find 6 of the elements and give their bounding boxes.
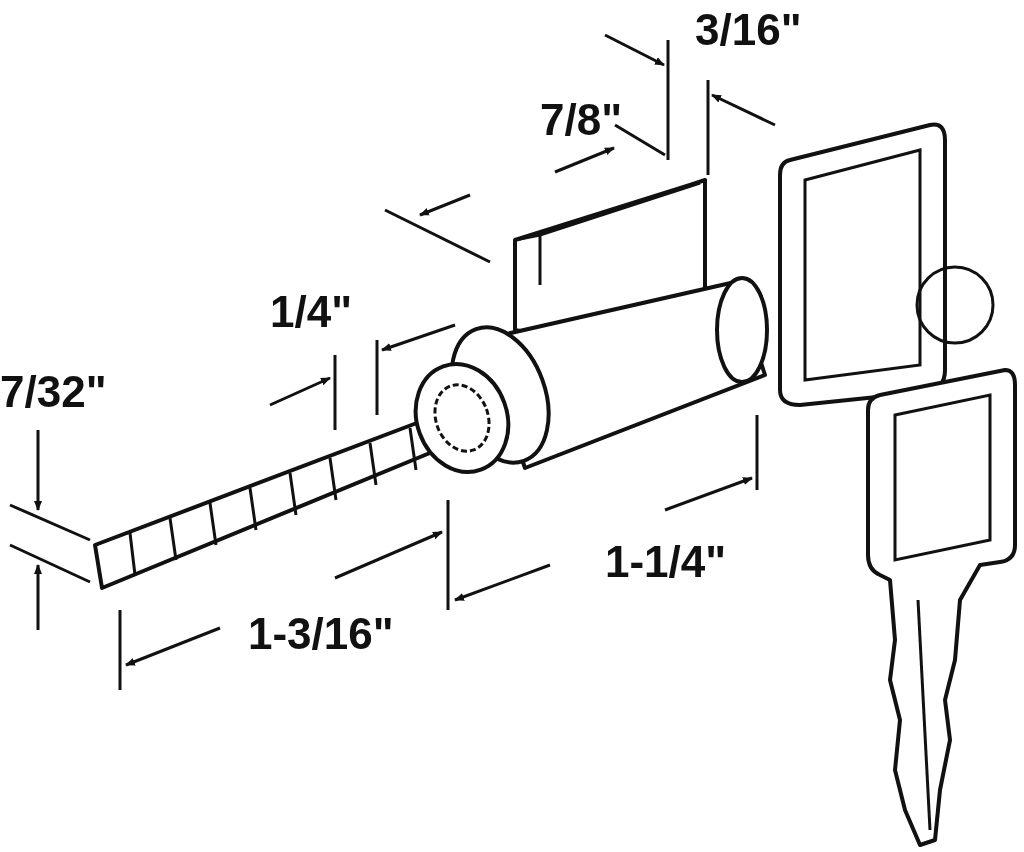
dimension-label: 7/8" bbox=[540, 98, 623, 142]
dimension-label: 1/4" bbox=[270, 290, 353, 334]
dimension-label: 1-3/16" bbox=[248, 612, 394, 656]
dimension-label: 3/16" bbox=[695, 8, 802, 52]
dimension-label: 1-1/4" bbox=[605, 540, 727, 584]
dimension-label: 7/32" bbox=[0, 370, 107, 414]
